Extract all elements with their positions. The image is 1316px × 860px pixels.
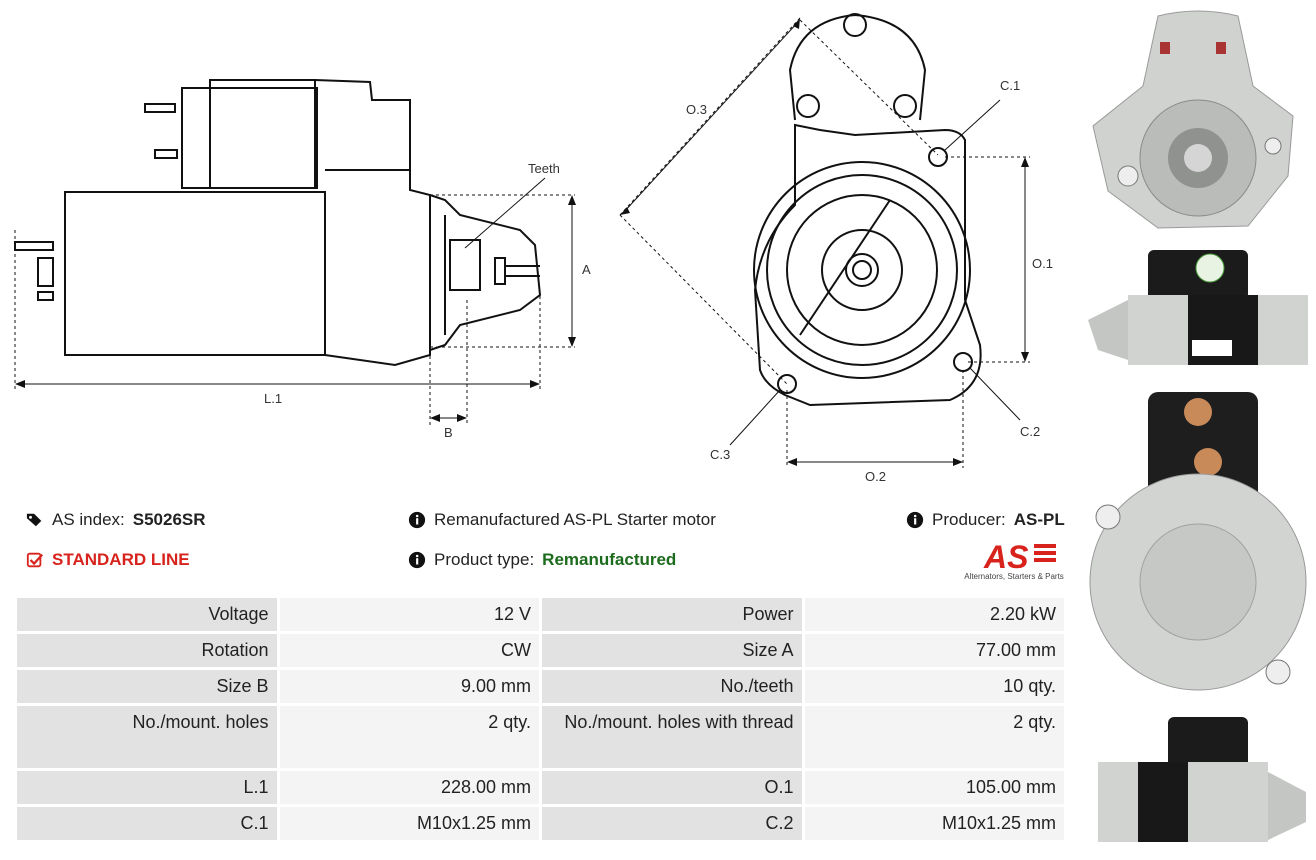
product-photos xyxy=(1088,0,1316,860)
motor-housing xyxy=(64,191,326,356)
label-teeth: Teeth xyxy=(528,161,560,176)
logo-mark: AS xyxy=(983,539,1029,575)
table-row: No./mount. holes 2 qty. No./mount. holes… xyxy=(17,706,1064,768)
label-dim-b: B xyxy=(444,425,453,440)
spec-value: 2 qty. xyxy=(279,706,539,768)
spec-key: No./mount. holes with thread xyxy=(541,706,802,768)
table-row: Size B 9.00 mm No./teeth 10 qty. xyxy=(17,670,1064,703)
photo-side-view[interactable] xyxy=(1088,240,1316,372)
tags-icon xyxy=(26,513,42,527)
spec-value: 12 V xyxy=(279,598,539,631)
producer-label: Producer: xyxy=(932,510,1006,529)
spec-value: M10x1.25 mm xyxy=(804,807,1064,840)
table-row: L.1 228.00 mm O.1 105.00 mm xyxy=(17,771,1064,804)
spec-value: 2 qty. xyxy=(804,706,1064,768)
spec-value: 2.20 kW xyxy=(804,598,1064,631)
spec-key: Size B xyxy=(17,670,277,703)
as-index-row: AS index: S5026SR xyxy=(26,510,206,530)
product-type-row: Product type: Remanufactured xyxy=(408,550,676,570)
drawing-svg: Teeth A B L.1 xyxy=(14,13,1053,484)
photo-top-view[interactable] xyxy=(1088,712,1316,852)
spec-key: L.1 xyxy=(17,771,277,804)
table-row: Voltage 12 V Power 2.20 kW xyxy=(17,598,1064,631)
producer-value: AS-PL xyxy=(1013,510,1065,529)
label-dim-o2: O.2 xyxy=(865,469,886,484)
spec-value: 105.00 mm xyxy=(804,771,1064,804)
label-dim-c3: C.3 xyxy=(710,447,730,462)
spec-value: 10 qty. xyxy=(804,670,1064,703)
spec-key: O.1 xyxy=(541,771,802,804)
label-dim-c2: C.2 xyxy=(1020,424,1040,439)
checkbox-icon xyxy=(26,552,44,568)
spec-key: C.2 xyxy=(541,807,802,840)
label-dim-a: A xyxy=(582,262,591,277)
table-row: Rotation CW Size A 77.00 mm xyxy=(17,634,1064,667)
spec-value: 228.00 mm xyxy=(279,771,539,804)
label-dim-l1: L.1 xyxy=(264,391,282,406)
info-icon xyxy=(408,511,426,529)
as-index-value: S5026SR xyxy=(132,510,206,529)
label-dim-c1: C.1 xyxy=(1000,78,1020,93)
flange-top xyxy=(788,13,927,121)
as-pl-logo: AS xyxy=(983,539,1056,575)
spec-key: Voltage xyxy=(17,598,277,631)
spec-key: Power xyxy=(541,598,802,631)
standard-line-row: STANDARD LINE xyxy=(26,550,190,570)
logo-tagline: Alternators, Starters & Parts xyxy=(964,572,1064,581)
spec-key: No./teeth xyxy=(541,670,802,703)
solenoid-body xyxy=(181,87,318,189)
spec-key: Size A xyxy=(541,634,802,667)
spec-value: CW xyxy=(279,634,539,667)
photo-front-view[interactable] xyxy=(1088,6,1316,238)
label-dim-o1: O.1 xyxy=(1032,256,1053,271)
product-type-label: Product type: xyxy=(434,550,535,569)
info-icon xyxy=(408,551,426,569)
drive-housing xyxy=(753,161,971,379)
spec-value: M10x1.25 mm xyxy=(279,807,539,840)
spec-value: 77.00 mm xyxy=(804,634,1064,667)
table-row: C.1 M10x1.25 mm C.2 M10x1.25 mm xyxy=(17,807,1064,840)
description-row: Remanufactured AS-PL Starter motor xyxy=(408,510,716,530)
technical-drawing: Teeth A B L.1 xyxy=(0,0,1090,500)
standard-line-label: STANDARD LINE xyxy=(52,550,190,569)
as-index-label: AS index: xyxy=(52,510,125,529)
producer-row: Producer: AS-PL xyxy=(906,510,1065,530)
product-type-value: Remanufactured xyxy=(542,550,677,569)
info-icon xyxy=(906,511,924,529)
spec-key: Rotation xyxy=(17,634,277,667)
spec-key: No./mount. holes xyxy=(17,706,277,768)
spec-value: 9.00 mm xyxy=(279,670,539,703)
spec-key: C.1 xyxy=(17,807,277,840)
photo-rear-view[interactable] xyxy=(1088,382,1316,702)
flange-body xyxy=(753,123,982,407)
spec-table: Voltage 12 V Power 2.20 kW Rotation CW S… xyxy=(14,595,1067,843)
label-dim-o3: O.3 xyxy=(686,102,707,117)
product-description: Remanufactured AS-PL Starter motor xyxy=(434,510,716,529)
